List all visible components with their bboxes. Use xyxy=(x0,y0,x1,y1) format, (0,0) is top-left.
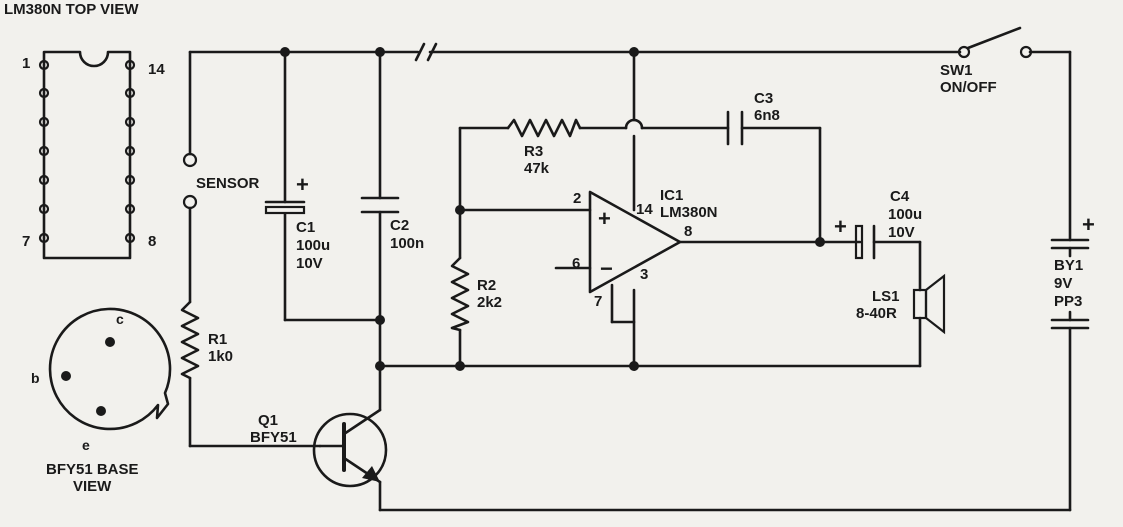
by1-plus-sign: + xyxy=(1082,212,1095,237)
ic1-inverting-sign: − xyxy=(600,256,613,281)
c4-value: 100u xyxy=(888,206,922,223)
ic1-pin3-label: 3 xyxy=(640,266,648,283)
ic1-pin7-label: 7 xyxy=(594,293,602,310)
ic1-pin6-label: 6 xyxy=(572,255,580,272)
sensor-contacts: SENSOR xyxy=(182,152,260,210)
capacitor-c3: C3 6n8 xyxy=(726,90,780,146)
ic-pinout-diagram: LM380N TOP VIEW 1 14 7 8 xyxy=(4,1,165,260)
by1-type: PP3 xyxy=(1054,293,1082,310)
sensor-contact-top xyxy=(182,152,198,168)
switch-sw1: SW1 ON/OFF xyxy=(940,26,1033,96)
ic-pinout-pin14-label: 14 xyxy=(148,61,165,78)
by1-value: 9V xyxy=(1054,275,1072,292)
q1-envelope xyxy=(312,412,388,488)
base-pin-b-label: b xyxy=(31,370,40,386)
ls1-value: 8-40R xyxy=(856,305,897,322)
ic-pinout-body xyxy=(42,50,132,260)
transistor-q1: Q1 BFY51 xyxy=(250,408,388,512)
capacitor-c4: + C4 100u 10V xyxy=(834,188,922,260)
c2-value: 100n xyxy=(390,235,424,252)
sw1-ref: SW1 xyxy=(940,62,973,79)
base-pin-e xyxy=(96,406,106,416)
ic-pinout-pin1-label: 1 xyxy=(22,55,30,72)
c1-ref: C1 xyxy=(296,219,315,236)
c1-rating: 10V xyxy=(296,255,323,272)
c4-ref: C4 xyxy=(890,188,910,205)
c4-rating: 10V xyxy=(888,224,915,241)
by1-ref: BY1 xyxy=(1054,257,1083,274)
resistor-r2: R2 2k2 xyxy=(450,256,502,332)
sensor-label: SENSOR xyxy=(196,175,260,192)
switch-icon xyxy=(957,45,971,59)
base-pin-e-label: e xyxy=(82,437,90,453)
speaker-icon xyxy=(912,288,928,320)
r2-value: 2k2 xyxy=(477,294,502,311)
base-pin-b xyxy=(61,371,71,381)
resistor-r3: R3 47k xyxy=(506,118,582,177)
q1-value: BFY51 xyxy=(250,429,297,446)
capacitor-c2: C2 100n xyxy=(360,196,424,252)
c1-plus-sign: + xyxy=(296,172,309,197)
c4-plus-sign: + xyxy=(834,214,847,239)
junction-dots xyxy=(280,47,825,371)
transistor-base-title-2: VIEW xyxy=(73,478,112,495)
ls1-ref: LS1 xyxy=(872,288,900,305)
r1-ref: R1 xyxy=(208,331,227,348)
sensor-contact-bottom xyxy=(182,194,198,210)
speaker-ls1: LS1 8-40R xyxy=(856,273,946,335)
base-pin-c-label: c xyxy=(116,311,124,327)
ic1-ref: IC1 xyxy=(660,187,683,204)
capacitor-c1: + C1 100u 10V xyxy=(264,172,330,272)
c3-value: 6n8 xyxy=(754,107,780,124)
ic-pinout-pin7-label: 7 xyxy=(22,233,30,250)
ic-pinout-left-pins xyxy=(38,59,50,244)
c1-value: 100u xyxy=(296,237,330,254)
ic1-pin14-label: 14 xyxy=(636,201,653,218)
ic1-noninverting-sign: + xyxy=(598,206,611,231)
transistor-base-title-1: BFY51 BASE xyxy=(46,461,139,478)
ic1-amplifier: + − 2 6 3 7 14 8 IC1 LM380N xyxy=(572,187,718,310)
transistor-base-diagram: c b e BFY51 BASE VIEW xyxy=(31,307,172,495)
resistor-r1: R1 1k0 xyxy=(180,300,233,380)
transistor-base-outline xyxy=(48,307,172,431)
ic-pinout-right-pins xyxy=(124,59,136,244)
ic1-value: LM380N xyxy=(660,204,718,221)
r3-ref: R3 xyxy=(524,143,543,160)
ic-pinout-title: LM380N TOP VIEW xyxy=(4,1,139,18)
r1-value: 1k0 xyxy=(208,348,233,365)
c3-ref: C3 xyxy=(754,90,773,107)
rail-break-mark xyxy=(414,42,438,62)
ic1-pin2-label: 2 xyxy=(573,190,581,207)
ic1-pin8-label: 8 xyxy=(684,223,692,240)
ic1-triangle xyxy=(588,190,682,294)
base-pin-c xyxy=(105,337,115,347)
q1-ref: Q1 xyxy=(258,412,278,429)
r2-ref: R2 xyxy=(477,277,496,294)
sw1-value: ON/OFF xyxy=(940,79,997,96)
ic-pinout-pin8-label: 8 xyxy=(148,233,156,250)
battery-by1: + BY1 9V PP3 xyxy=(1050,212,1095,330)
wires xyxy=(188,50,1072,512)
c2-ref: C2 xyxy=(390,217,409,234)
r3-value: 47k xyxy=(524,160,550,177)
